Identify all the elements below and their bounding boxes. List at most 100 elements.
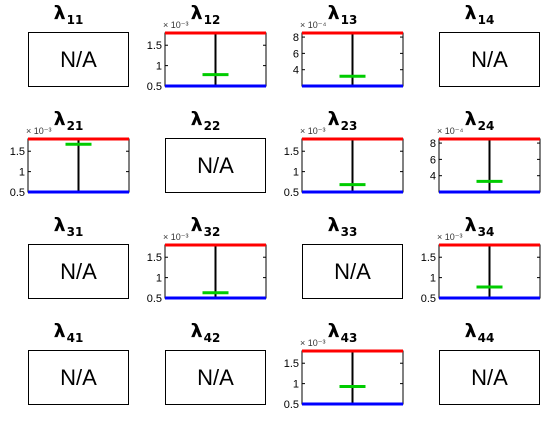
- lambda-subscript: 34: [477, 225, 495, 239]
- axis-exponent-label: × 10⁻⁴: [437, 126, 464, 136]
- lambda-symbol: λ: [190, 2, 203, 24]
- lambda-symbol: λ: [190, 320, 203, 342]
- y-tick-label: 6: [430, 154, 436, 166]
- na-label: N/A: [60, 258, 97, 284]
- na-box: N/A: [28, 244, 129, 299]
- y-tick-label: 1.5: [284, 358, 299, 370]
- na-box: N/A: [165, 138, 266, 193]
- lambda-subscript: 14: [477, 13, 495, 27]
- lambda-symbol: λ: [53, 2, 66, 24]
- y-tick-label: 0.5: [10, 187, 25, 199]
- y-tick-label: 1: [430, 273, 436, 285]
- lambda-subscript: 13: [340, 13, 358, 27]
- y-tick-label: 1.5: [284, 146, 299, 158]
- y-tick-label: 0.5: [147, 81, 162, 93]
- axis-exponent-label: × 10⁻⁴: [300, 20, 327, 30]
- interval-plot: 0.511.5× 10⁻³: [10, 126, 130, 199]
- lambda-subscript: 44: [477, 331, 495, 345]
- panel-title: λ11: [0, 2, 137, 27]
- lambda-subscript: 11: [66, 13, 84, 27]
- interval-plot: 0.5 1 1.5× 10⁻³: [147, 232, 267, 305]
- panel-title: λ42: [137, 320, 274, 345]
- na-box: N/A: [439, 32, 540, 87]
- y-tick-label: 0.5: [284, 187, 299, 199]
- lambda-symbol: λ: [327, 320, 340, 342]
- panel-title: λ22: [137, 108, 274, 133]
- panel-lambda-31: N/A λ31: [0, 212, 137, 318]
- panel-title: λ32: [137, 214, 274, 239]
- lambda-subscript: 32: [203, 225, 221, 239]
- y-tick-label: 0.5: [421, 293, 436, 305]
- interval-plot: 4 6 8× 10⁻⁴: [293, 20, 404, 88]
- panel-title: λ34: [411, 214, 548, 239]
- na-label: N/A: [471, 46, 508, 72]
- panel-lambda-14: N/A λ14: [411, 0, 548, 106]
- lambda-symbol: λ: [464, 320, 477, 342]
- y-tick-label: 1.5: [147, 40, 162, 52]
- na-label: N/A: [60, 46, 97, 72]
- y-tick-label: 1: [293, 167, 299, 179]
- y-tick-label: 1: [19, 167, 25, 179]
- na-box: N/A: [302, 244, 403, 299]
- y-tick-label: 8: [430, 138, 436, 150]
- lambda-symbol: λ: [53, 108, 66, 130]
- y-tick-label: 4: [293, 65, 299, 77]
- axis-exponent-label: × 10⁻³: [163, 232, 189, 242]
- y-tick-label: 6: [293, 48, 299, 60]
- y-tick-label: 1.5: [147, 252, 162, 264]
- na-label: N/A: [197, 152, 234, 178]
- y-tick-label: 1: [156, 61, 162, 73]
- na-label: N/A: [60, 364, 97, 390]
- na-label: N/A: [334, 258, 371, 284]
- lambda-symbol: λ: [190, 108, 203, 130]
- panel-title: λ31: [0, 214, 137, 239]
- panel-title: λ44: [411, 320, 548, 345]
- interval-plot: 0.5 1 1.5× 10⁻³: [421, 232, 541, 305]
- lambda-subscript: 31: [66, 225, 84, 239]
- interval-plot: 0.511.5× 10⁻³: [284, 126, 404, 199]
- na-box: N/A: [28, 350, 129, 405]
- lambda-symbol: λ: [190, 214, 203, 236]
- panel-lambda-44: N/A λ44: [411, 318, 548, 424]
- axis-exponent-label: × 10⁻³: [300, 338, 326, 348]
- axis-exponent-label: × 10⁻³: [26, 126, 52, 136]
- na-label: N/A: [197, 364, 234, 390]
- y-tick-label: 1.5: [421, 252, 436, 264]
- panel-title: λ24: [411, 108, 548, 133]
- y-tick-label: 0.5: [147, 293, 162, 305]
- lambda-subscript: 41: [66, 331, 84, 345]
- panel-title: λ43: [274, 320, 411, 345]
- y-tick-label: 8: [293, 32, 299, 44]
- panel-lambda-11: N/A λ11: [0, 0, 137, 106]
- na-box: N/A: [439, 350, 540, 405]
- panel-lambda-22: N/A λ22: [137, 106, 274, 212]
- panel-lambda-42: N/A λ42: [137, 318, 274, 424]
- panel-title: λ33: [274, 214, 411, 239]
- na-label: N/A: [471, 364, 508, 390]
- y-tick-label: 1: [293, 379, 299, 391]
- lambda-symbol: λ: [53, 214, 66, 236]
- panel-title: λ21: [0, 108, 137, 133]
- y-tick-label: 1: [156, 273, 162, 285]
- lambda-symbol: λ: [53, 320, 66, 342]
- panel-title: λ23: [274, 108, 411, 133]
- na-box: N/A: [165, 350, 266, 405]
- lambda-subscript: 21: [66, 119, 84, 133]
- interval-plot: 0.5 1 1.5× 10⁻³: [147, 20, 267, 93]
- panel-title: λ14: [411, 2, 548, 27]
- y-tick-label: 4: [430, 171, 436, 183]
- lambda-symbol: λ: [464, 214, 477, 236]
- panel-title: λ41: [0, 320, 137, 345]
- na-box: N/A: [28, 32, 129, 87]
- axis-exponent-label: × 10⁻³: [437, 232, 463, 242]
- axis-exponent-label: × 10⁻³: [163, 20, 189, 30]
- panel-lambda-41: N/A λ41: [0, 318, 137, 424]
- lambda-subscript: 43: [340, 331, 358, 345]
